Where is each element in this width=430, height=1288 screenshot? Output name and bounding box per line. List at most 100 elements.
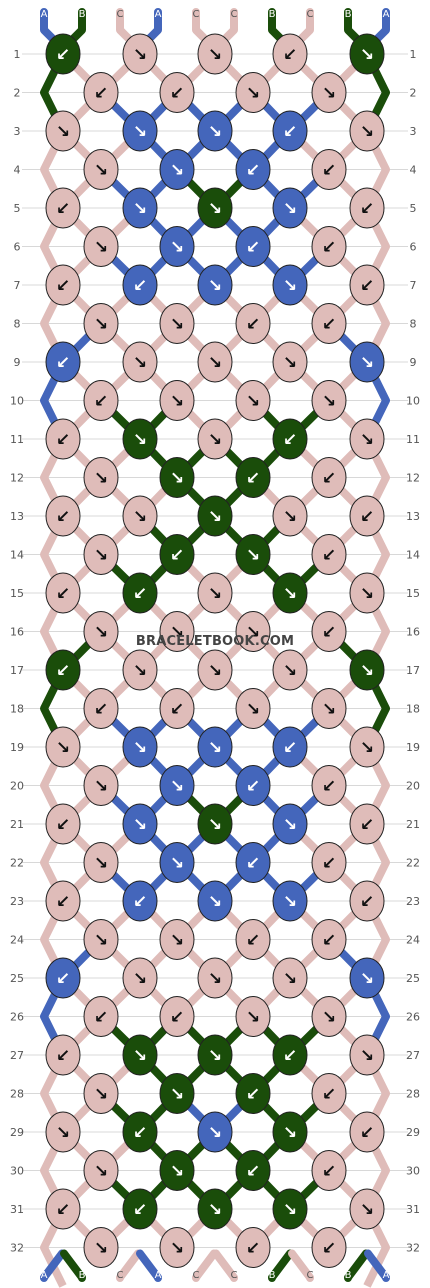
- knot: ↘: [349, 1034, 385, 1076]
- string-tail-bottom: [60, 1249, 86, 1282]
- row-number-right: 5: [410, 202, 417, 215]
- knot: ↙: [83, 72, 119, 113]
- row-number-right: 22: [406, 857, 420, 870]
- knot: ↘: [197, 1188, 233, 1230]
- knot-arrow: ↙: [56, 1200, 70, 1220]
- string-label-bottom: B: [79, 1270, 86, 1281]
- knot: ↙: [235, 842, 271, 883]
- row-number-right: 21: [406, 818, 420, 831]
- row-number-right: 10: [406, 395, 420, 408]
- knot: ↘: [83, 149, 119, 190]
- row-number-left: 4: [14, 164, 21, 177]
- knot-arrow: ↙: [322, 1085, 336, 1105]
- knot-arrow: ↙: [56, 892, 70, 912]
- knot-arrow: ↘: [360, 738, 374, 758]
- knot: ↘: [235, 380, 271, 421]
- knot-arrow: ↙: [94, 1008, 108, 1028]
- knot: ↙: [235, 457, 271, 498]
- knot-arrow: ↙: [283, 1046, 297, 1066]
- knot-arrow: ↙: [170, 546, 184, 566]
- row-number-left: 2: [14, 87, 21, 100]
- row-number-right: 24: [406, 934, 420, 947]
- row-number-right: 28: [406, 1088, 420, 1101]
- knot-arrow: ↘: [360, 353, 374, 373]
- knot: ↘: [122, 187, 158, 229]
- knot-arrow: ↘: [283, 199, 297, 219]
- knot: ↘: [349, 33, 385, 75]
- knot: ↘: [159, 765, 195, 806]
- knot: ↘: [159, 380, 195, 421]
- knot: ↙: [122, 1188, 158, 1230]
- knot: ↘: [83, 1073, 119, 1114]
- knot-arrow: ↘: [170, 238, 184, 258]
- knot: ↘: [197, 957, 233, 999]
- knot-arrow: ↙: [322, 469, 336, 489]
- knot-arrow: ↙: [322, 777, 336, 797]
- row-number-left: 12: [10, 472, 24, 485]
- knot-arrow: ↘: [283, 815, 297, 835]
- string-label-bottom: B: [269, 1270, 276, 1281]
- knot: ↙: [272, 418, 308, 460]
- row-number-left: 27: [10, 1049, 24, 1062]
- knot-arrow: ↘: [170, 469, 184, 489]
- row-number-left: 26: [10, 1011, 24, 1024]
- knot-arrow: ↙: [322, 1239, 336, 1259]
- knot: ↘: [349, 110, 385, 152]
- knot: ↘: [349, 726, 385, 768]
- knot: ↙: [45, 264, 81, 306]
- row-number-left: 30: [10, 1165, 24, 1178]
- knot-arrow: ↘: [170, 777, 184, 797]
- knot: ↘: [197, 187, 233, 229]
- knot-arrow: ↘: [360, 1046, 374, 1066]
- knot: ↙: [311, 457, 347, 498]
- row-number-right: 9: [410, 356, 417, 369]
- row-number-right: 4: [410, 164, 417, 177]
- knot: ↙: [311, 149, 347, 190]
- knot-arrow: ↙: [56, 661, 70, 681]
- knot: ↘: [159, 611, 195, 652]
- knot-arrow: ↘: [208, 353, 222, 373]
- row-number-left: 29: [10, 1126, 24, 1139]
- knot: ↘: [159, 303, 195, 344]
- knot-arrow: ↘: [170, 1239, 184, 1259]
- knot: ↘: [83, 842, 119, 883]
- knot-arrow: ↘: [208, 738, 222, 758]
- knot-arrow: ↘: [208, 969, 222, 989]
- knot-arrow: ↙: [322, 1162, 336, 1182]
- row-number-right: 23: [406, 895, 420, 908]
- knot: ↘: [235, 996, 271, 1037]
- row-number-right: 17: [406, 664, 420, 677]
- knot: ↘: [235, 72, 271, 113]
- knot-arrow: ↙: [360, 507, 374, 527]
- knot-arrow: ↙: [246, 1162, 260, 1182]
- row-number-left: 21: [10, 818, 24, 831]
- row-number-right: 20: [406, 780, 420, 793]
- knot-arrow: ↙: [56, 507, 70, 527]
- knot: ↘: [159, 226, 195, 267]
- row-number-left: 25: [10, 972, 24, 985]
- knot: ↙: [159, 996, 195, 1037]
- knot: ↘: [83, 611, 119, 652]
- knot: ↙: [83, 380, 119, 421]
- knot: ↙: [311, 611, 347, 652]
- row-number-right: 2: [410, 87, 417, 100]
- knot: ↙: [272, 110, 308, 152]
- knot-arrow: ↙: [133, 892, 147, 912]
- row-number-left: 13: [10, 510, 24, 523]
- knot: ↙: [349, 803, 385, 845]
- knot-arrow: ↙: [56, 353, 70, 373]
- knot-arrow: ↙: [246, 238, 260, 258]
- string-label-bottom: B: [345, 1270, 352, 1281]
- knot-arrow: ↘: [246, 1008, 260, 1028]
- knot: ↘: [311, 688, 347, 729]
- knot: ↙: [349, 187, 385, 229]
- knot: ↘: [272, 1188, 308, 1230]
- knot-arrow: ↙: [246, 854, 260, 874]
- knot: ↙: [311, 1227, 347, 1268]
- knot: ↘: [122, 110, 158, 152]
- knot: ↙: [122, 1111, 158, 1153]
- knot-arrow: ↙: [246, 1239, 260, 1259]
- knot-arrow: ↘: [94, 315, 108, 335]
- knot-arrow: ↙: [246, 469, 260, 489]
